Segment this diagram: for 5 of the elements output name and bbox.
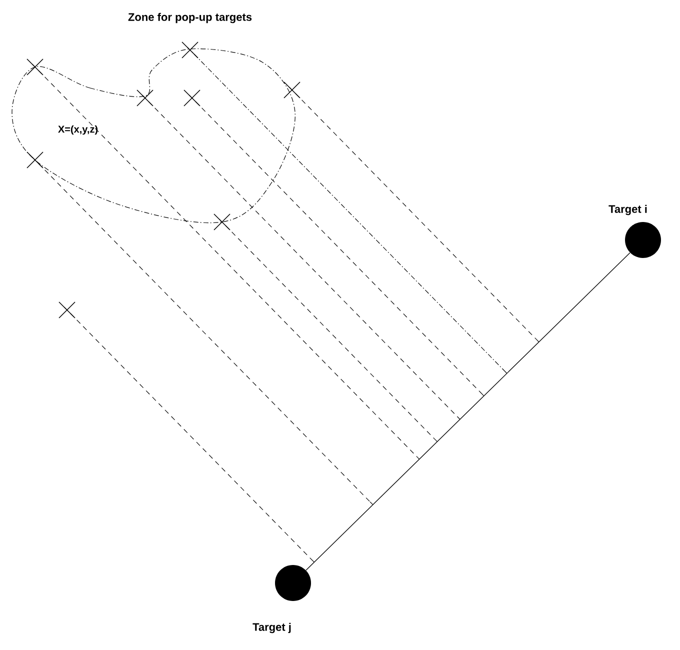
zone-title: Zone for pop-up targets (128, 12, 252, 24)
line-segment (306, 252, 630, 571)
point-label: X=(x,y,z) (58, 125, 98, 135)
target-label: Target i (608, 204, 647, 216)
target-label: Target j (252, 622, 291, 634)
